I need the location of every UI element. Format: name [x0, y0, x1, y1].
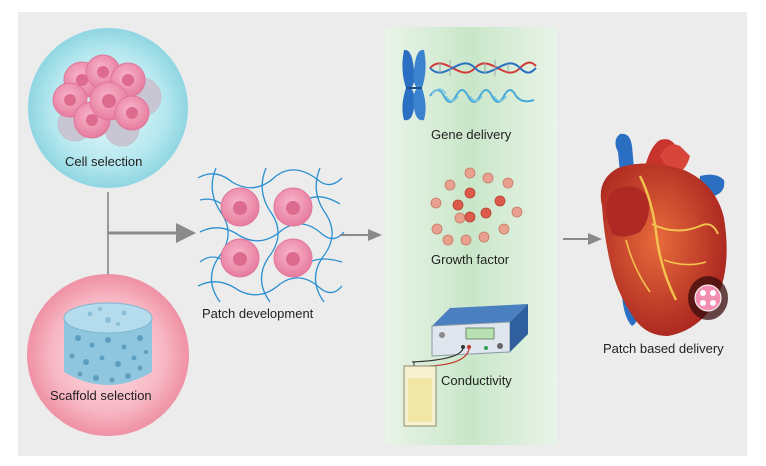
selection-connector	[107, 192, 196, 276]
growth-factor-label: Growth factor	[431, 252, 510, 267]
dna-helix-icon	[429, 60, 537, 103]
patch-based-delivery-label: Patch based delivery	[603, 341, 724, 356]
arrow-to-delivery	[340, 229, 382, 241]
arrow-to-heart	[563, 233, 602, 245]
heart-icon	[600, 133, 728, 336]
power-supply-icon	[403, 304, 528, 427]
patch-mesh-icon	[197, 167, 345, 303]
chromosome-icon	[402, 49, 426, 121]
growth-particles-icon	[430, 167, 523, 246]
conductivity-label: Conductivity	[441, 373, 512, 388]
gene-delivery-label: Gene delivery	[431, 127, 512, 142]
cell-selection-label: Cell selection	[65, 154, 143, 169]
patch-development-label: Patch development	[202, 306, 314, 321]
scaffold-icon	[27, 274, 189, 436]
scaffold-selection-label: Scaffold selection	[50, 388, 152, 403]
cell-cluster-icon	[28, 28, 188, 188]
